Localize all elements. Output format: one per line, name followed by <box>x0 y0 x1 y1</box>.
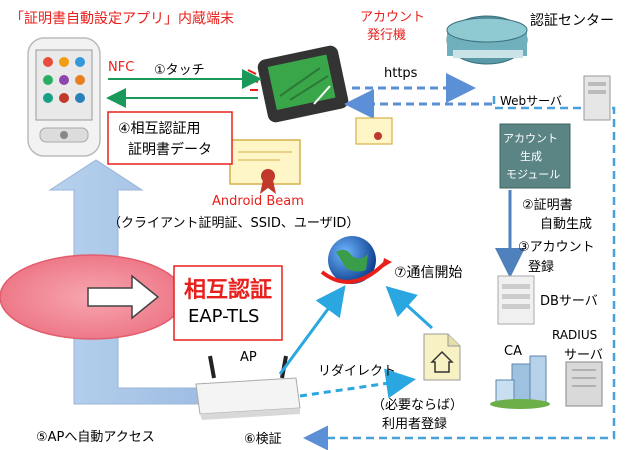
ca-building-icon <box>490 355 550 409</box>
step1-label: ①タッチ <box>154 63 205 78</box>
small-certificate-icon <box>355 117 393 145</box>
account-module-line3: モジュール <box>506 168 561 181</box>
auth-center-building-icon <box>446 15 528 65</box>
auth-center-bracket <box>303 96 616 450</box>
https-label: https <box>384 66 418 81</box>
redirect-label: リダイレクト <box>318 364 397 379</box>
redirect-arrow <box>299 368 416 399</box>
step3-line1: ③アカウント <box>518 240 595 255</box>
user-reg-to-internet-arrow <box>385 285 434 330</box>
step6-label: ⑥検証 <box>244 432 282 447</box>
radius-line2: サーバ <box>564 348 603 363</box>
smartphone-icon <box>27 37 101 157</box>
db-server-icon <box>497 275 535 325</box>
web-server-label: Webサーバ <box>500 94 563 108</box>
mutual-auth-label: 相互認証 <box>184 278 273 303</box>
account-issuer-label-line1: アカウント <box>360 10 426 25</box>
cert-data-box <box>107 111 233 165</box>
mutual-auth-arrow-icon <box>87 274 160 320</box>
step3-line2: 登録 <box>528 260 555 275</box>
account-module-box <box>499 123 571 189</box>
user-reg-line1: （必要ならば） <box>372 398 464 413</box>
db-server-label: DBサーバ <box>540 294 598 309</box>
account-module-line2: 生成 <box>520 150 542 163</box>
certificate-icon <box>229 139 301 194</box>
ca-label: CA <box>504 344 522 359</box>
mutual-auth-box <box>173 265 283 341</box>
user-reg-line2: 利用者登録 <box>382 417 448 432</box>
ap-to-internet-arrow <box>278 285 346 375</box>
nfc-label: NFC <box>108 60 135 75</box>
web-server-icon <box>583 75 611 121</box>
document-icon <box>423 333 461 381</box>
account-module-line1: アカウント <box>503 132 558 145</box>
step2-line2: 自動生成 <box>540 217 593 232</box>
auth-center-label: 認証センター <box>530 13 614 29</box>
step4-line1: ④相互認証用 <box>118 121 201 137</box>
step4-line2: 証明書データ <box>128 142 212 158</box>
access-point-icon <box>195 355 301 420</box>
step2-line1: ②証明書 <box>522 198 573 213</box>
ap-label: AP <box>240 350 257 365</box>
eap-tls-label: EAP-TLS <box>188 306 260 327</box>
radius-server-icon <box>565 361 603 407</box>
device-title: 「証明書自動設定アプリ」内蔵端末 <box>10 11 234 27</box>
internet-globe-icon <box>320 236 392 284</box>
account-issuer-device-icon <box>257 45 349 123</box>
client-cert-note: （クライアント証明証、SSID、ユーザID） <box>108 216 360 231</box>
account-issuer-label-line2: 発行機 <box>367 28 407 43</box>
android-beam-label: Android Beam <box>212 194 304 209</box>
step7-label: ⑦通信開始 <box>394 265 463 281</box>
radius-line1: RADIUS <box>552 328 598 342</box>
step5-label: ⑤APへ自動アクセス <box>36 430 155 445</box>
